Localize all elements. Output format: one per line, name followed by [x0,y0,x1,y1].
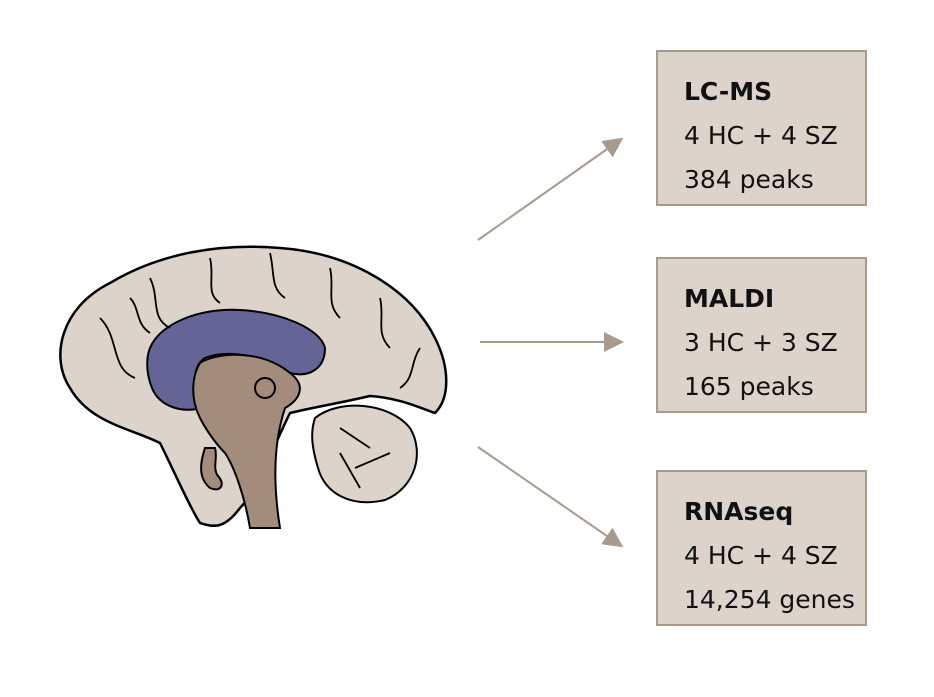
cerebellum [311,404,418,504]
box-title: MALDI [684,284,775,313]
box-samples: 4 HC + 4 SZ [684,121,838,150]
pituitary [200,447,223,491]
box-samples: 4 HC + 4 SZ [684,541,838,570]
brainstem [192,353,301,529]
box-count: 384 peaks [684,165,814,194]
arrow-to-lcms [477,137,624,241]
lcms-box: LC-MS 4 HC + 4 SZ 384 peaks [656,50,867,206]
gyri-lines [99,252,421,489]
box-count: 14,254 genes [684,585,855,614]
brain-illustration [59,245,448,529]
arrow-to-rnaseq [477,446,624,548]
maldi-box: MALDI 3 HC + 3 SZ 165 peaks [656,257,867,413]
box-samples: 3 HC + 3 SZ [684,328,838,357]
box-title: RNAseq [684,497,794,526]
box-title: LC-MS [684,77,773,106]
rnaseq-box: RNAseq 4 HC + 4 SZ 14,254 genes [656,470,867,626]
box-count: 165 peaks [684,372,814,401]
thalamus-mark [254,377,276,399]
